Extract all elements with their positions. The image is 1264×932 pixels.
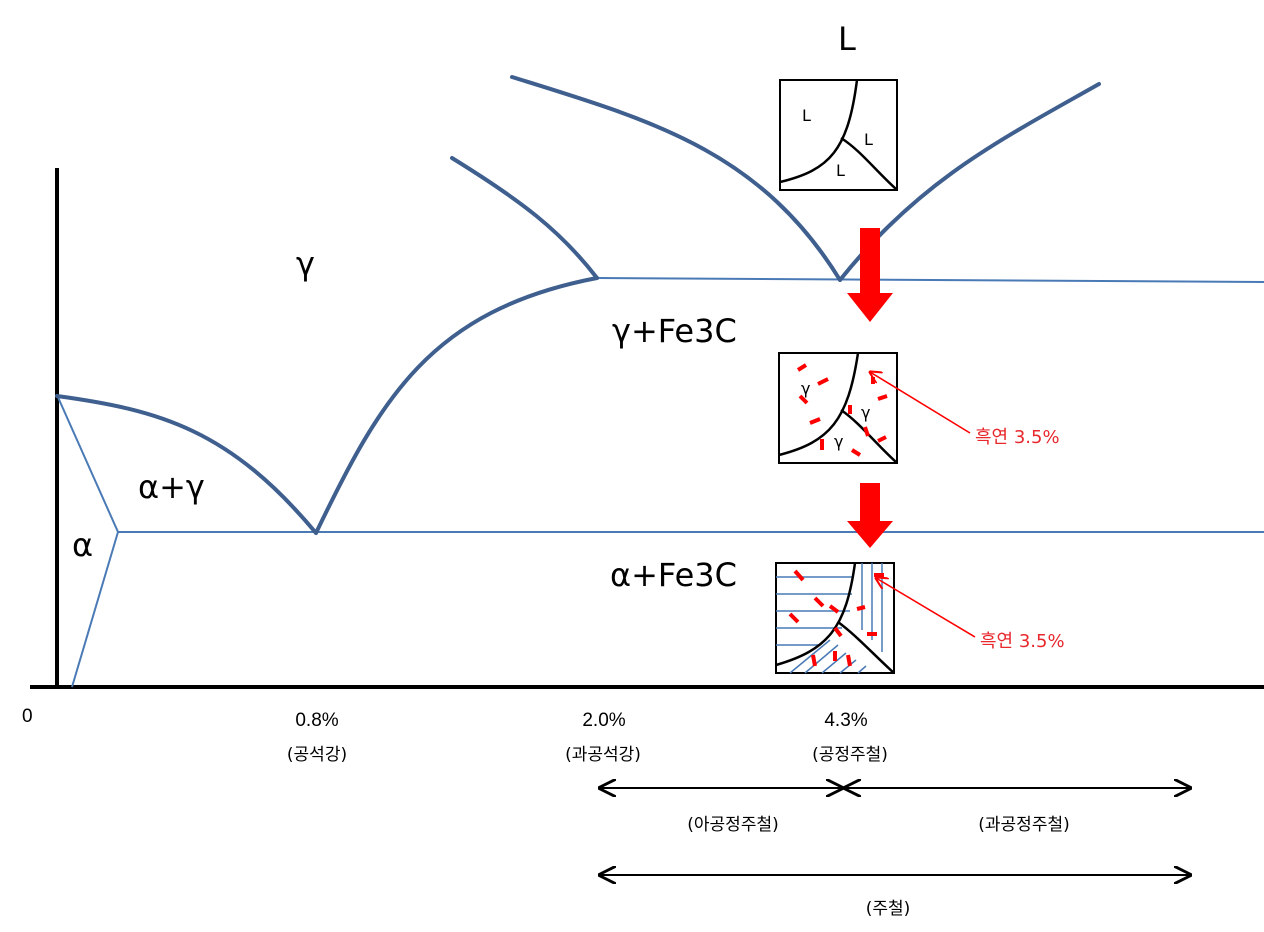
inset-liquid: L L L — [779, 79, 898, 191]
tick-label-0-8: 0.8% — [295, 710, 338, 731]
acm-line — [314, 276, 599, 535]
phase-label-alpha: α — [72, 526, 93, 564]
phase-label-liquid: L — [838, 20, 856, 58]
inset-alpha-fe3c-graphite — [775, 562, 895, 674]
liquidus-left — [510, 75, 842, 282]
callout-graphite-middle: 흑연 3.5% — [975, 427, 1060, 448]
tick-note-2-0: (과공석강) — [565, 745, 641, 765]
axis-origin-label: 0 — [22, 706, 33, 727]
range-label-cast-iron: (주철) — [866, 899, 911, 919]
callout-graphite-bottom: 흑연 3.5% — [980, 631, 1065, 652]
pearlite-lamellae — [776, 563, 883, 674]
callout-arrow-bottom — [876, 578, 976, 638]
a3-line — [55, 394, 318, 535]
tick-label-2-0: 2.0% — [582, 710, 625, 731]
eutectic-line — [596, 277, 1264, 283]
phase-label-alpha-gamma: α+γ — [138, 468, 205, 506]
cooling-arrow-2 — [847, 483, 893, 548]
tick-note-0-8: (공석강) — [287, 745, 347, 765]
phase-label-gamma-fe3c: γ+Fe3C — [612, 312, 737, 350]
inset-gamma-label-2: γ — [861, 403, 870, 422]
tick-note-4-3: (공정주철) — [812, 745, 888, 765]
inset-liquid-label-2: L — [864, 130, 873, 149]
callout-arrow-middle — [870, 372, 971, 434]
inset-gamma-label-3: γ — [834, 432, 843, 451]
graphite-flakes-bottom — [788, 569, 884, 667]
phase-label-gamma: γ — [296, 245, 315, 283]
inset-gamma-label-1: γ — [801, 379, 810, 398]
range-label-hypereutectic: (과공정주철) — [978, 815, 1069, 835]
inset-gamma-graphite: γ γ γ — [778, 352, 898, 464]
inset-liquid-label-3: L — [836, 161, 845, 180]
range-label-hypoeutectic: (아공정주철) — [687, 815, 778, 835]
phase-label-alpha-fe3c: α+Fe3C — [610, 556, 737, 594]
inset-liquid-label-1: L — [802, 106, 811, 125]
cooling-arrow-1 — [847, 228, 893, 322]
tick-label-4-3: 4.3% — [824, 710, 867, 731]
solidus-line — [450, 156, 599, 280]
